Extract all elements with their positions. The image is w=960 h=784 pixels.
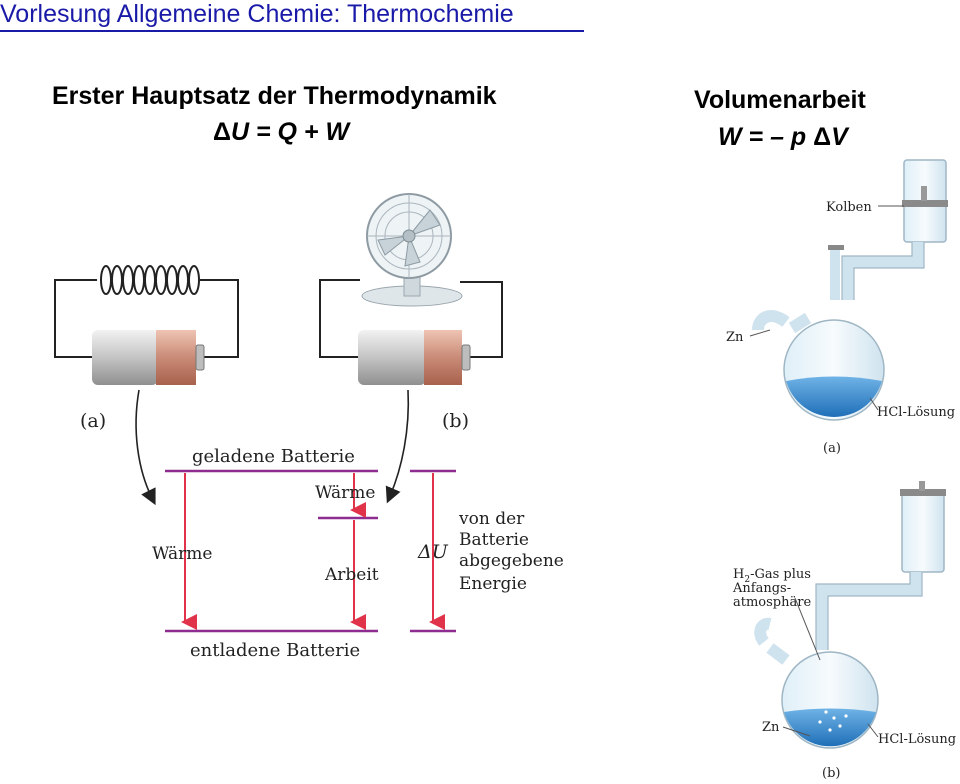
heat-a-label: Wärme <box>152 544 212 564</box>
gas-label-line-2: Anfangs- <box>732 581 791 596</box>
gas-label-line-3: atmosphäre <box>733 595 811 610</box>
first-law-heading: Erster Hauptsatz der Thermodynamik <box>52 82 497 110</box>
energy-line-1: von der <box>458 509 525 529</box>
energy-line-2: Batterie <box>459 530 529 550</box>
discharged-battery-label: entladene Batterie <box>190 640 360 661</box>
battery-a-icon <box>92 330 205 385</box>
flask-a-icon <box>752 159 948 421</box>
piston-label: Kolben <box>826 200 872 215</box>
flask-a-caption: (a) <box>823 441 841 456</box>
label-a-battery: (a) <box>80 410 106 432</box>
heat-b-label: Wärme <box>315 483 375 503</box>
heating-coil-icon <box>100 265 200 295</box>
fan-circuit <box>319 279 503 358</box>
label-b-battery: (b) <box>442 410 469 432</box>
hcl-b-label: HCl-Lösung <box>878 732 956 747</box>
first-law-equation: ΔU = Q + W <box>213 118 350 146</box>
volume-work-heading: Volumenarbeit <box>694 86 866 114</box>
arrow-a-curve <box>135 389 156 506</box>
flask-b-icon <box>754 481 946 749</box>
coil-circuit <box>54 265 239 358</box>
flask-b-caption: (b) <box>822 766 840 781</box>
battery-b-icon <box>358 330 471 385</box>
delta-u-label: ΔU <box>417 541 449 563</box>
arrow-b-curve <box>385 389 410 504</box>
title-underline <box>0 30 584 32</box>
volume-work-equation: W = – p ΔV <box>718 123 848 151</box>
hcl-a-label: HCl-Lösung <box>877 405 955 420</box>
energy-line-4: Energie <box>459 574 527 594</box>
energy-line-3: abgegebene <box>459 551 564 571</box>
zn-a-label: Zn <box>726 330 744 345</box>
gas-label-line-1: H2-Gas plus <box>733 567 811 585</box>
charged-battery-label: geladene Batterie <box>192 446 355 467</box>
energy-diagram <box>165 469 456 633</box>
lecture-title: Vorlesung Allgemeine Chemie: Thermochemi… <box>0 0 514 28</box>
zn-b-label: Zn <box>762 720 780 735</box>
delta-symbol: Δ <box>213 118 231 146</box>
work-label: Arbeit <box>324 565 379 585</box>
fan-icon <box>361 193 463 307</box>
delta-symbol: Δ <box>813 123 832 151</box>
